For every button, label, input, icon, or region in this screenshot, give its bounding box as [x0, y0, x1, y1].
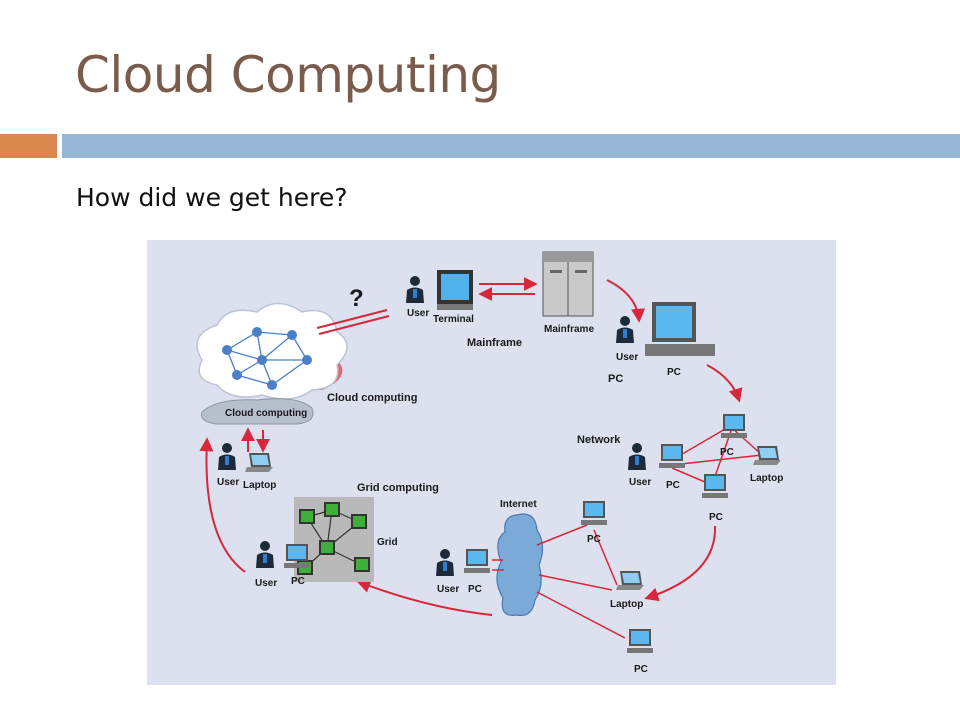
pc-large-icon	[645, 302, 715, 356]
mainframe-label: Mainframe	[467, 337, 522, 349]
label-grid-user: User	[255, 578, 277, 589]
label-inet-user: User	[437, 584, 459, 595]
network-section: Network User PC PC Laptop PC	[577, 414, 783, 523]
accent-bar-left	[0, 134, 57, 158]
label-inet-laptop: Laptop	[610, 599, 643, 610]
accent-bar-right	[62, 134, 960, 158]
label-net-pc3: PC	[709, 512, 723, 523]
pc-label: PC	[608, 373, 623, 385]
label-terminal: Terminal	[433, 314, 474, 325]
pc-to-network-arrow	[706, 364, 743, 403]
network-to-internet-arrow	[644, 525, 717, 602]
internet-section: Internet User PC PC Laptop PC	[436, 499, 653, 675]
grid-to-cloud-arrow	[199, 437, 246, 573]
label-net-pc1: PC	[666, 480, 680, 491]
cloud-user-section: User Laptop	[217, 427, 276, 491]
label-mainframe-device: Mainframe	[544, 324, 594, 335]
figure-background	[147, 240, 836, 685]
link-line-2	[318, 315, 390, 335]
cloud-computing-label: Cloud computing	[327, 392, 417, 404]
internet-to-grid-arrow	[356, 579, 493, 616]
label-grid-pc: PC	[291, 576, 305, 587]
label-pc-user: User	[616, 352, 638, 363]
label-cloud-user: User	[217, 477, 239, 488]
computing-evolution-diagram: Cloud computing Cloud computing ? User T…	[147, 240, 836, 685]
internet-cloud-shape	[496, 513, 544, 617]
label-net-laptop: Laptop	[750, 473, 783, 484]
mainframe-icon	[542, 251, 594, 317]
label-inet-pc-top: PC	[587, 534, 601, 545]
label-user-terminal: User	[407, 308, 429, 319]
mainframe-section: User Terminal Mainframe Mainframe	[406, 251, 594, 349]
internet-label: Internet	[500, 499, 537, 510]
link-line-1	[316, 309, 388, 329]
label-inet-pc: PC	[468, 584, 482, 595]
cloud-banner-label: Cloud computing	[225, 408, 307, 419]
label-net-pc2: PC	[720, 447, 734, 458]
label-inet-pc-bottom: PC	[634, 664, 648, 675]
network-label: Network	[577, 434, 621, 446]
cloud-computing-section: Cloud computing Cloud computing	[196, 302, 417, 425]
grid-computing-label: Grid computing	[357, 482, 439, 494]
question-mark: ?	[349, 285, 364, 312]
label-grid: Grid	[377, 537, 398, 548]
label-net-user: User	[629, 477, 651, 488]
mainframe-to-pc-arrow	[606, 279, 646, 323]
terminal-icon	[437, 270, 473, 310]
label-cloud-laptop: Laptop	[243, 480, 276, 491]
grid-section: Grid computing Grid User PC	[255, 482, 439, 589]
label-pc-device: PC	[667, 367, 681, 378]
slide-title: Cloud Computing	[75, 46, 501, 104]
slide-subtitle: How did we get here?	[76, 183, 348, 212]
pc-section: User PC PC	[608, 302, 715, 385]
